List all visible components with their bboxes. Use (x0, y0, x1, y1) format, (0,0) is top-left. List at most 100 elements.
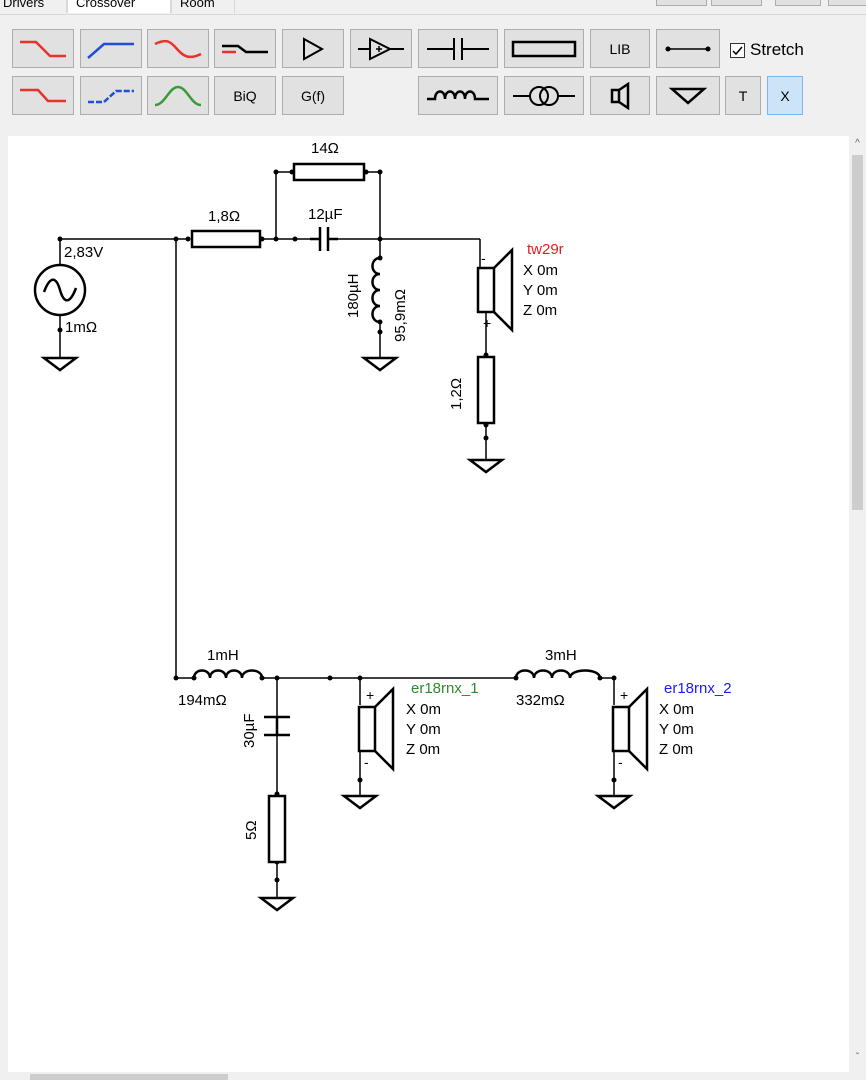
woofer-inductor-2-label: 3mH (545, 647, 577, 664)
voltage-source-icon[interactable] (33, 263, 87, 317)
woofer-inductor-1-label: 1mH (207, 647, 239, 664)
tweeter-speaker-icon[interactable] (476, 246, 514, 334)
zobel-capacitor-label: 30µF (241, 714, 258, 749)
shunt-inductor-label: 180µH (345, 273, 362, 318)
lowpass-filter-button[interactable] (12, 29, 74, 68)
window-button-4[interactable] (828, 0, 866, 6)
schematic-canvas[interactable]: 2,83V 1mΩ 1,8Ω 14Ω 12µF 180µH 95,9mΩ - +… (8, 136, 849, 1072)
zobel-resistor[interactable] (267, 794, 287, 864)
tweeter-resistor[interactable] (476, 355, 496, 425)
horizontal-scrollbar[interactable] (0, 1072, 866, 1080)
speaker-button[interactable] (590, 76, 650, 115)
window-button-2[interactable] (711, 0, 762, 6)
woofer1-plus: + (366, 687, 374, 703)
highpass-filter-button[interactable] (80, 29, 142, 68)
library-button-label: LIB (609, 40, 631, 57)
checkmark-icon (732, 46, 743, 55)
series-resistor-label: 1,8Ω (208, 208, 240, 225)
tweeter-x-label: X 0m (523, 262, 558, 279)
zobel-resistor-label: 5Ω (243, 820, 260, 840)
library-button[interactable]: LIB (590, 29, 650, 68)
horizontal-scroll-thumb[interactable] (30, 1074, 228, 1080)
notch-filter-button[interactable] (214, 29, 276, 68)
delete-tool-button[interactable]: X (767, 76, 803, 115)
capacitor-button[interactable] (418, 29, 498, 68)
capacitor-icon (427, 37, 489, 60)
transformer-button[interactable] (504, 76, 584, 115)
shunt-inductor-resistance-label: 95,9mΩ (392, 289, 409, 342)
window-button-1[interactable] (656, 0, 707, 6)
tab-drivers-label: Drivers (3, 0, 45, 10)
series-capacitor[interactable] (310, 227, 338, 251)
scroll-down-icon[interactable]: ˇ (855, 1052, 860, 1063)
bandpass-green-icon (154, 85, 202, 106)
woofer2-speaker-icon[interactable] (611, 685, 649, 773)
tweeter-name-label: tw29r (527, 241, 564, 258)
wire-button[interactable] (656, 29, 720, 68)
transformer-icon (513, 85, 575, 106)
bandpass-filter-button[interactable] (147, 29, 209, 68)
woofer2-y-label: Y 0m (659, 721, 694, 738)
ground-tweeter-icon (466, 458, 506, 474)
delete-tool-label: X (780, 87, 790, 104)
ground-icon (668, 87, 708, 105)
woofer1-z-label: Z 0m (406, 741, 440, 758)
tab-crossover-label: Crossover (76, 0, 136, 10)
tab-room[interactable]: Room (171, 0, 235, 13)
highpass-shelf-button[interactable] (80, 76, 142, 115)
ground-woofer1-icon (340, 794, 380, 810)
woofer1-name-label: er18rnx_1 (411, 680, 479, 697)
transfer-function-button-label: G(f) (300, 87, 326, 104)
tab-drivers[interactable]: Drivers (0, 0, 67, 13)
series-resistor[interactable] (190, 229, 262, 249)
tweeter-resistor-label: 1,2Ω (448, 378, 465, 410)
ground-button[interactable] (656, 76, 720, 115)
zobel-capacitor[interactable] (264, 715, 290, 737)
junction-dots (57, 169, 617, 883)
shunt-inductor[interactable] (371, 256, 381, 324)
woofer-inductor-1[interactable] (192, 669, 264, 679)
window-button-3[interactable] (775, 0, 821, 6)
woofer-inductor-2[interactable] (514, 669, 602, 679)
tweeter-z-label: Z 0m (523, 302, 557, 319)
inverting-amplifier-button[interactable] (350, 29, 412, 68)
text-tool-button[interactable]: T (725, 76, 761, 115)
schematic-diagram: 2,83V 1mΩ 1,8Ω 14Ω 12µF 180µH 95,9mΩ - +… (33, 140, 732, 912)
woofer2-x-label: X 0m (659, 701, 694, 718)
tweeter-y-label: Y 0m (523, 282, 558, 299)
inductor-button[interactable] (418, 76, 498, 115)
woofer-inductor-2-resistance-label: 332mΩ (516, 692, 565, 709)
resistor-button[interactable] (504, 29, 584, 68)
tweeter-plus: + (483, 315, 491, 331)
woofer2-plus: + (620, 687, 628, 703)
parallel-resistor-label: 14Ω (311, 140, 339, 157)
transfer-function-button[interactable]: G(f) (282, 76, 344, 115)
bandpass-green-button[interactable] (147, 76, 209, 115)
biquad-button[interactable]: BiQ (214, 76, 276, 115)
highpass-blue-icon (87, 42, 134, 59)
highpass-shelf-blue-icon (88, 89, 134, 103)
woofer2-z-label: Z 0m (659, 741, 693, 758)
lowpass-shelf-button[interactable] (12, 76, 74, 115)
ground-inductor-icon (360, 356, 400, 372)
scroll-up-icon[interactable]: ^ (855, 138, 860, 149)
woofer1-x-label: X 0m (406, 701, 441, 718)
stretch-checkbox-box[interactable] (730, 42, 745, 58)
vertical-scroll-thumb[interactable] (852, 155, 863, 510)
bandpass-red-icon (154, 39, 202, 58)
tab-room-label: Room (180, 0, 215, 10)
resistor-icon (511, 40, 577, 57)
amplifier-button[interactable] (282, 29, 344, 68)
tab-crossover[interactable]: Crossover (67, 0, 171, 13)
wire-icon (665, 46, 711, 51)
woofer1-speaker-icon[interactable] (357, 685, 395, 773)
ground-zobel-icon (257, 896, 297, 912)
woofer1-minus: - (364, 754, 369, 770)
ground-symbols (40, 356, 634, 912)
stretch-checkbox[interactable]: Stretch (730, 40, 804, 60)
lowpass-red-icon (20, 40, 66, 57)
speaker-icon (610, 81, 630, 110)
parallel-resistor[interactable] (292, 162, 366, 182)
lowpass-shelf-red-icon (20, 88, 66, 102)
woofer1-y-label: Y 0m (406, 721, 441, 738)
